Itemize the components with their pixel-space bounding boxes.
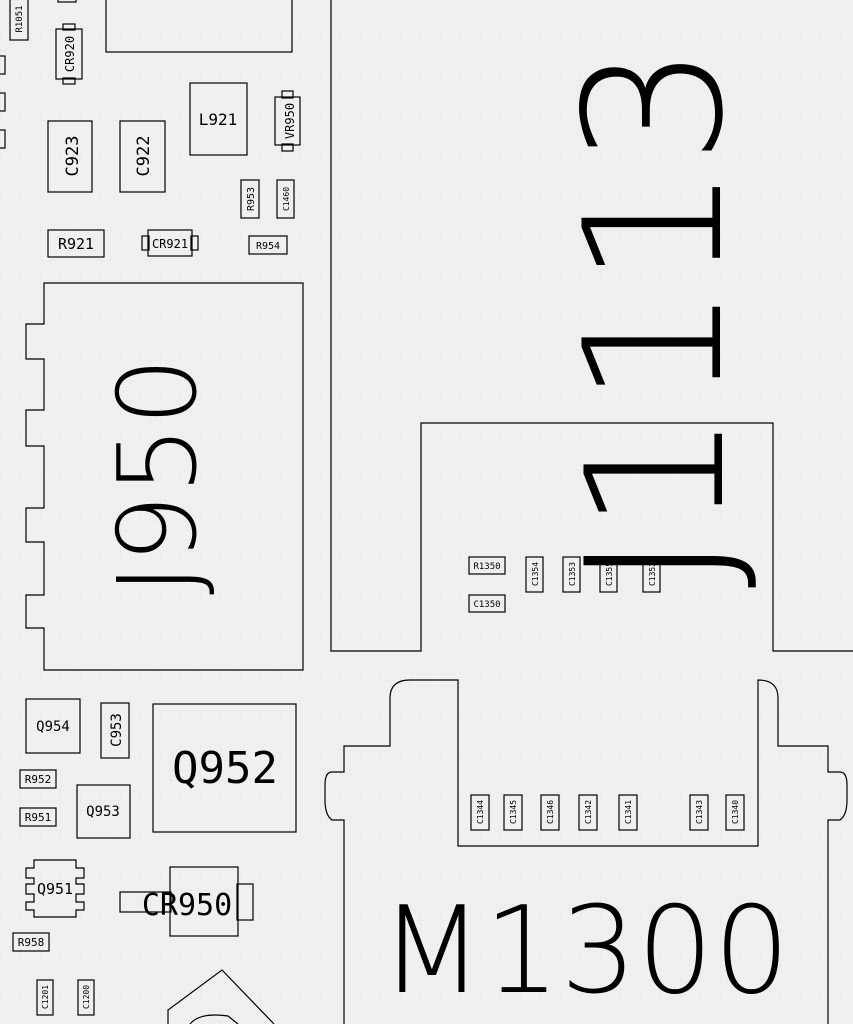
svg-text:C1350: C1350 bbox=[473, 600, 500, 610]
left-edge-fragments bbox=[0, 0, 77, 149]
svg-text:L921: L921 bbox=[199, 110, 238, 129]
component-r921: R921 bbox=[47, 229, 105, 258]
component-l921: L921 bbox=[189, 82, 248, 156]
component-c1352: C1352 bbox=[642, 556, 661, 593]
component-c1353: C1353 bbox=[562, 556, 581, 593]
component-r958: R958 bbox=[12, 932, 50, 952]
component-q951: Q951 bbox=[25, 859, 85, 918]
svg-text:C1342: C1342 bbox=[584, 800, 593, 824]
svg-text:1: 1 bbox=[544, 285, 765, 406]
svg-text:C1354: C1354 bbox=[531, 562, 540, 586]
component-r953: R953 bbox=[240, 179, 260, 219]
component-c1350: C1350 bbox=[468, 594, 506, 613]
connector-j950: J950 bbox=[25, 282, 304, 671]
component-vr950: VR950 bbox=[274, 90, 301, 152]
component-r952: R952 bbox=[19, 769, 57, 789]
svg-text:C1460: C1460 bbox=[282, 187, 291, 211]
svg-text:C1353: C1353 bbox=[568, 562, 577, 586]
component-r1350: R1350 bbox=[468, 556, 506, 575]
svg-text:R1051: R1051 bbox=[15, 5, 25, 32]
svg-text:C1345: C1345 bbox=[509, 800, 518, 824]
component-cr950: CR950 bbox=[119, 866, 254, 937]
svg-text:C1352: C1352 bbox=[648, 562, 657, 586]
component-c1344: C1344 bbox=[470, 794, 490, 831]
component-cr920: CR920 bbox=[55, 23, 83, 85]
svg-text:R921: R921 bbox=[58, 235, 94, 253]
svg-text:C1201: C1201 bbox=[41, 985, 50, 1009]
component-q953: Q953 bbox=[76, 784, 131, 839]
svg-text:C1346: C1346 bbox=[546, 800, 555, 824]
svg-text:CR921: CR921 bbox=[152, 237, 188, 251]
rotated-component-bottom bbox=[167, 969, 275, 1024]
component-c1355: C1355 bbox=[599, 556, 618, 593]
svg-text:13: 13 bbox=[544, 44, 765, 286]
svg-text:J1: J1 bbox=[546, 412, 767, 589]
component-c922: C922 bbox=[119, 120, 166, 193]
svg-text:Q953: Q953 bbox=[86, 804, 120, 820]
svg-text:R953: R953 bbox=[246, 187, 257, 211]
svg-text:R952: R952 bbox=[25, 773, 52, 786]
svg-text:Q954: Q954 bbox=[36, 719, 70, 735]
component-c1340: C1340 bbox=[725, 794, 745, 831]
svg-text:R951: R951 bbox=[25, 811, 52, 824]
svg-text:Q952: Q952 bbox=[172, 743, 278, 794]
component-c953: C953 bbox=[100, 702, 130, 759]
component-c1342: C1342 bbox=[578, 794, 598, 831]
svg-text:C1340: C1340 bbox=[731, 800, 740, 824]
svg-text:Q951: Q951 bbox=[37, 880, 73, 898]
component-cr921: CR921 bbox=[141, 229, 199, 257]
component-r1051: R1051 bbox=[9, 0, 29, 41]
component-c1341: C1341 bbox=[618, 794, 638, 831]
svg-text:C1200: C1200 bbox=[82, 985, 91, 1009]
connector-j1135-outline: 13 1 J1 bbox=[330, 0, 853, 652]
svg-text:CR950: CR950 bbox=[142, 888, 232, 923]
svg-text:CR920: CR920 bbox=[63, 36, 77, 72]
svg-text:R958: R958 bbox=[18, 936, 45, 949]
component-c1354: C1354 bbox=[525, 556, 544, 593]
component-c1343: C1343 bbox=[689, 794, 709, 831]
component-c1345: C1345 bbox=[503, 794, 523, 831]
svg-text:C953: C953 bbox=[109, 713, 125, 747]
svg-text:J950: J950 bbox=[96, 357, 221, 595]
component-c1460: C1460 bbox=[276, 179, 295, 219]
component-c1200: C1200 bbox=[77, 979, 95, 1016]
component-q952: Q952 bbox=[152, 703, 297, 833]
svg-text:C1343: C1343 bbox=[695, 800, 704, 824]
component-c923: C923 bbox=[47, 120, 93, 193]
svg-text:C1341: C1341 bbox=[624, 800, 633, 824]
svg-text:C1355: C1355 bbox=[605, 562, 614, 586]
svg-text:C922: C922 bbox=[134, 136, 154, 177]
svg-text:VR950: VR950 bbox=[283, 103, 297, 139]
svg-text:R1350: R1350 bbox=[473, 562, 500, 572]
component-q954: Q954 bbox=[25, 698, 81, 754]
component-c1346: C1346 bbox=[540, 794, 560, 831]
component-r951: R951 bbox=[19, 807, 57, 827]
component-c1201: C1201 bbox=[36, 979, 54, 1016]
svg-text:C923: C923 bbox=[63, 136, 83, 177]
svg-text:M1300: M1300 bbox=[380, 882, 790, 1021]
connector-m1300: M1300 bbox=[324, 679, 848, 1024]
component-r954: R954 bbox=[248, 235, 288, 255]
svg-text:C1344: C1344 bbox=[476, 800, 485, 824]
ic-outline-top bbox=[105, 0, 293, 53]
svg-text:R954: R954 bbox=[256, 241, 280, 252]
